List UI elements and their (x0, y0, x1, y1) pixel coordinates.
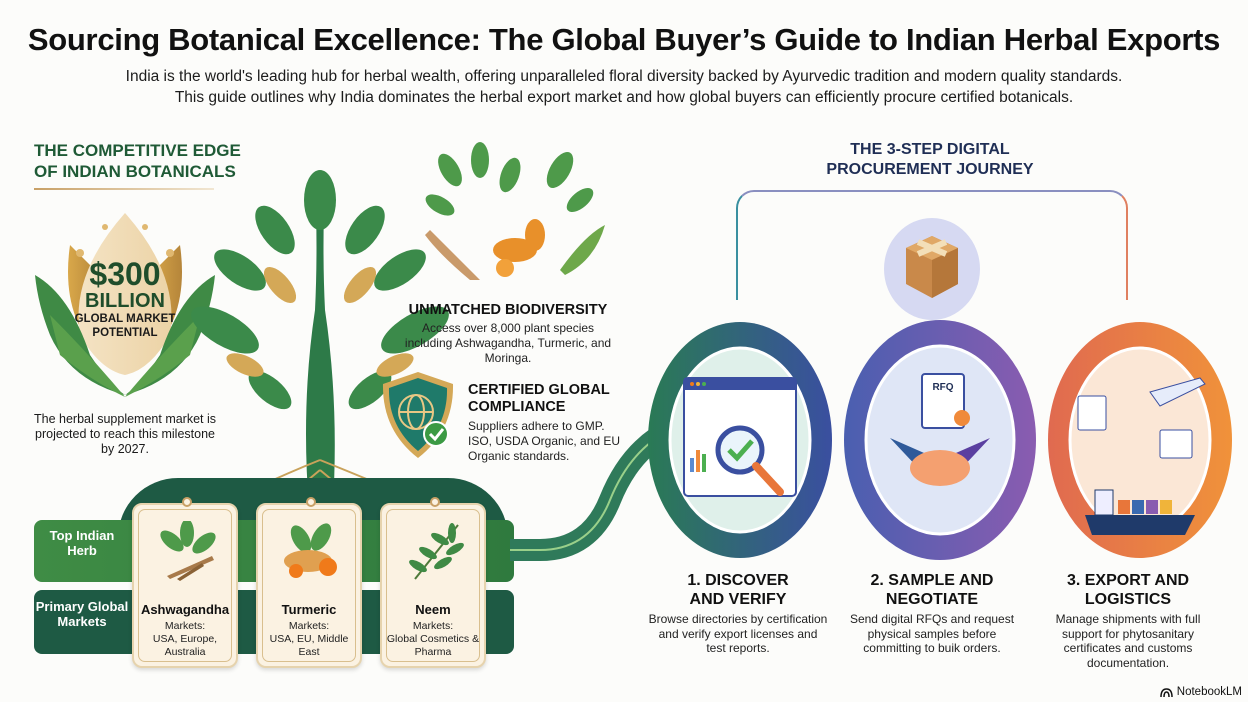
market-label: POTENTIAL (92, 327, 158, 339)
page-title: Sourcing Botanical Excellence: The Globa… (27, 22, 1221, 57)
heading-divider (34, 188, 214, 190)
heading-line: THE COMPETITIVE EDGE (34, 141, 241, 160)
market-unit: BILLION (85, 290, 165, 312)
subtitle-line-2: This guide outlines why India dominates … (174, 89, 1074, 106)
shipping-logistics-icon (1077, 377, 1206, 535)
herb-name: Ashwagandha (140, 602, 230, 617)
heading-line: OF INDIAN BOTANICALS (34, 162, 236, 181)
brand-label: NotebookLM (1176, 686, 1242, 698)
procurement-heading: THE 3-STEP DIGITAL PROCUREMENT JOURNEY (760, 140, 1100, 180)
step-text: Browse directories by certification and … (648, 612, 828, 655)
step-text: Send digital RFQs and request physical s… (849, 612, 1015, 655)
market-size-badge: $300 BILLION GLOBAL MARKET POTENTIAL (30, 258, 220, 340)
neem-leaf-icon (409, 523, 464, 580)
biodiversity-feature: UNMATCHED BIODIVERSITY Access over 8,000… (398, 302, 618, 366)
market-note: The herbal supplement market is projecte… (33, 412, 217, 456)
package-bubble (884, 218, 980, 320)
herb-name: Neem (415, 602, 451, 617)
biodiversity-title: UNMATCHED BIODIVERSITY (408, 302, 608, 318)
step-text: Manage shipments with full support for p… (1055, 612, 1201, 670)
herb-collection-icon (425, 142, 605, 280)
package-icon (906, 236, 958, 298)
turmeric-root-icon (284, 523, 337, 578)
herb-card-turmeric: Turmeric Markets:USA, EU, Middle East (256, 497, 362, 668)
compliance-text: Suppliers adhere to GMP. ISO, USDA Organ… (468, 419, 621, 463)
ashwagandha-root-icon (160, 521, 216, 581)
notebooklm-brand: NotebookLM (1160, 686, 1242, 698)
herb-card-neem: Neem Markets:Global Cosmetics & Pharma (380, 497, 486, 668)
subtitle-line-1: India is the world's leading hub for her… (125, 68, 1123, 85)
herb-markets: Markets:Global Cosmetics & Pharma (386, 620, 480, 658)
journey-rings: RFQ (648, 320, 1232, 560)
herb-markets: Markets:USA, Europe, Australia (152, 620, 218, 658)
heading-line: THE 3-STEP DIGITAL (850, 141, 1010, 158)
connector-path (510, 420, 676, 561)
herb-markets: Markets:USA, EU, Middle East (269, 620, 349, 658)
market-value: $300 (89, 256, 161, 292)
discover-verify-icon (683, 377, 797, 497)
biodiversity-text: Access over 8,000 plant species includin… (404, 321, 612, 365)
page-subtitle: India is the world's leading hub for her… (40, 66, 1208, 108)
handshake-rfq-icon: RFQ (890, 373, 990, 486)
herb-name: Turmeric (281, 602, 337, 617)
market-label: GLOBAL MARKET (74, 313, 176, 325)
lotus-badge-icon (35, 213, 215, 397)
herb-card-ashwagandha: Ashwagandha Markets:USA, Europe, Austral… (132, 497, 238, 668)
heading-line: PROCUREMENT JOURNEY (826, 161, 1034, 178)
journey-bracket (736, 190, 1128, 300)
globe-shield-icon (382, 372, 454, 458)
competitive-edge-heading: THE COMPETITIVE EDGE OF INDIAN BOTANICAL… (34, 140, 241, 182)
notebooklm-logo-icon (1160, 687, 1173, 697)
svg-text:RFQ: RFQ (932, 382, 953, 393)
